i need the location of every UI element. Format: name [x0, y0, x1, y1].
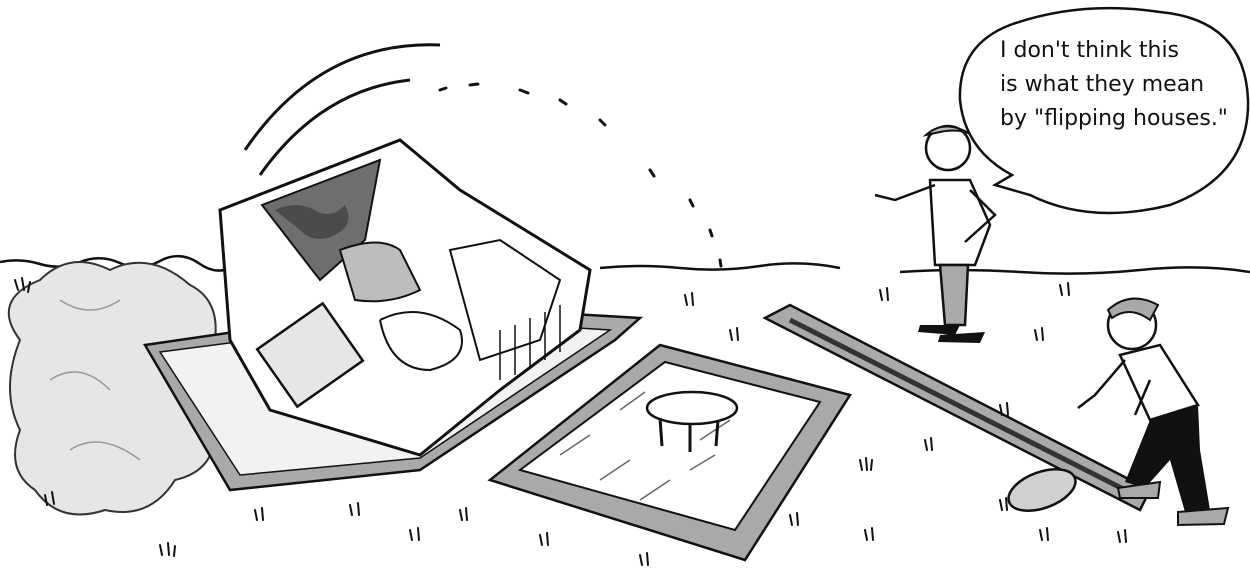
man-pushing: [1077, 297, 1230, 527]
speech-bubble-text: I don't think this is what they mean by …: [1000, 34, 1230, 136]
sofa: [338, 241, 422, 303]
man-standing: [874, 124, 997, 343]
speech-line-3: by "flipping houses.": [1000, 106, 1228, 131]
motion-arc: [243, 43, 441, 176]
table: [645, 390, 739, 426]
speech-bubble: [958, 6, 1250, 215]
speech-line-2: is what they mean: [1000, 72, 1205, 97]
horizon-line: [0, 255, 1250, 275]
grass-tufts: [14, 277, 1127, 566]
window: [255, 301, 365, 409]
speech-line-1: I don't think this: [1000, 38, 1180, 63]
log-fulcrum: [1007, 468, 1077, 512]
